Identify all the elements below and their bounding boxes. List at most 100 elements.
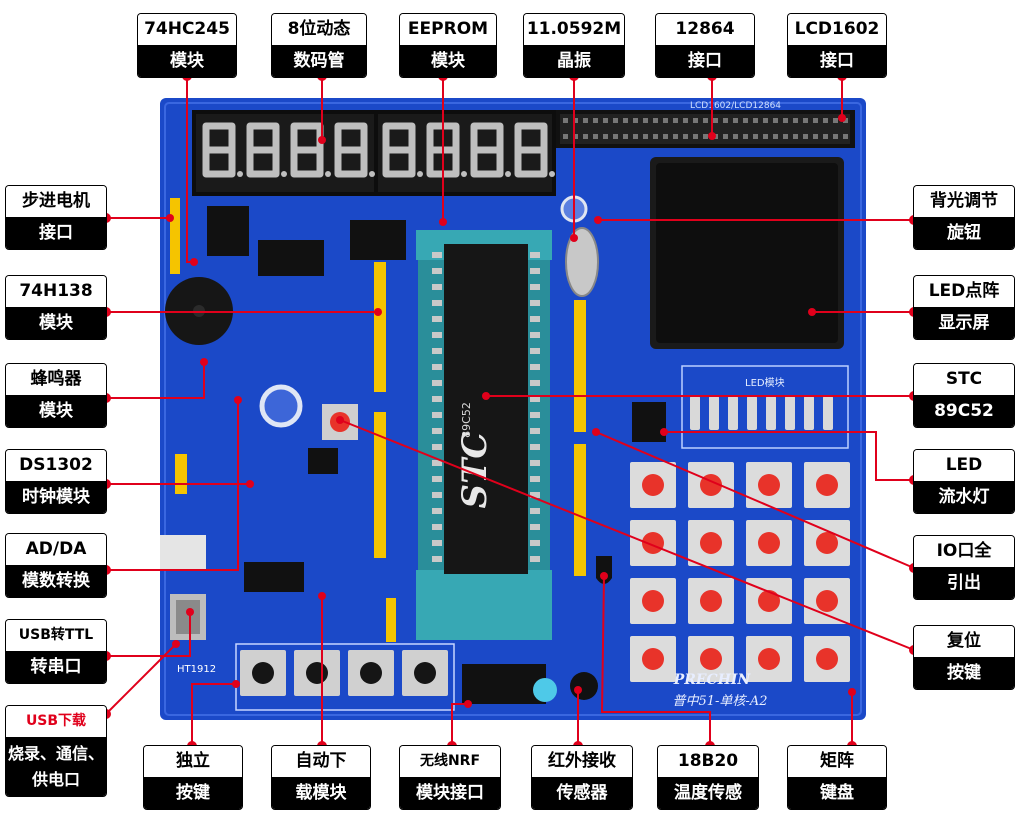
independent-keys	[240, 650, 448, 696]
matrix-key[interactable]	[804, 578, 850, 624]
leader-line	[106, 362, 205, 399]
callout-usb-download: USB下载 烧录、通信、供电口	[6, 706, 106, 796]
leader-dot	[374, 308, 382, 316]
digit	[334, 122, 375, 178]
callout-stepper: 步进电机 接口	[6, 186, 106, 249]
led	[785, 396, 795, 430]
leader-dot	[200, 358, 208, 366]
callout-stepper-line2: 接口	[6, 218, 106, 249]
callout-auto-download-line2: 载模块	[272, 778, 370, 809]
callout-io: IO口全 引出	[914, 536, 1014, 599]
leader-line	[664, 431, 914, 481]
matrix-key[interactable]	[630, 636, 676, 682]
led-module-label: LED模块	[745, 377, 785, 389]
matrix-key[interactable]	[804, 462, 850, 508]
digit	[382, 122, 423, 178]
leader-dot	[232, 680, 240, 688]
matrix-key[interactable]	[804, 636, 850, 682]
callout-usbttl-line1: USB转TTL	[6, 620, 106, 652]
callout-18b20-line1: 18B20	[658, 746, 758, 778]
callout-keypad-line1: 矩阵	[788, 746, 886, 778]
matrix-key[interactable]	[746, 636, 792, 682]
leader-dot	[838, 114, 846, 122]
callout-crystal-line2: 晶振	[524, 46, 624, 77]
callout-74h138-line2: 模块	[6, 308, 106, 339]
matrix-key[interactable]	[746, 578, 792, 624]
leader-dot	[660, 428, 668, 436]
matrix-key[interactable]	[688, 462, 734, 508]
callout-nrf-line2: 模块接口	[400, 778, 500, 809]
callout-crystal-line1: 11.0592M	[524, 14, 624, 46]
callout-ledmatrix-line1: LED点阵	[914, 276, 1014, 308]
callout-74hc245-line1: 74HC245	[138, 14, 236, 46]
callout-nrf: 无线NRF 模块接口	[400, 746, 500, 809]
lcd-header-label: LCD1602/LCD12864	[690, 101, 781, 111]
small-chips	[207, 206, 666, 592]
callout-seg-line1: 8位动态	[272, 14, 366, 46]
chip-brand: STC	[455, 432, 495, 509]
independent-key[interactable]	[294, 650, 340, 696]
digit	[290, 122, 331, 178]
callout-ledmatrix-line2: 显示屏	[914, 308, 1014, 339]
callout-usb-download-line1: USB下载	[6, 706, 106, 738]
capacitor	[533, 678, 557, 702]
callout-buzzer-line2: 模块	[6, 396, 106, 427]
brand-label: PRECHIN	[673, 672, 752, 688]
callout-seg-line2: 数码管	[272, 46, 366, 77]
leader-line	[191, 683, 236, 746]
callout-adda: AD/DA 模数转换	[6, 534, 106, 597]
independent-key[interactable]	[240, 650, 286, 696]
digit	[202, 122, 243, 178]
leader-dot	[570, 234, 578, 242]
callout-keypad-line2: 键盘	[788, 778, 886, 809]
callout-eeprom: EEPROM 模块	[400, 14, 496, 77]
matrix-key[interactable]	[630, 578, 676, 624]
callout-buzzer-line1: 蜂鸣器	[6, 364, 106, 396]
matrix-key[interactable]	[746, 462, 792, 508]
matrix-key[interactable]	[688, 520, 734, 566]
callout-independent-keys-line2: 按键	[144, 778, 242, 809]
crystal	[565, 227, 599, 297]
callout-usb-download-line2: 烧录、通信、供电口	[6, 738, 106, 796]
led	[823, 396, 833, 430]
leader-line	[451, 703, 468, 746]
matrix-key[interactable]	[746, 520, 792, 566]
leader-dot	[482, 392, 490, 400]
callout-12864: 12864 接口	[656, 14, 754, 77]
zif-socket: STC 89C52	[416, 230, 552, 640]
callout-ledflow-line2: 流水灯	[914, 482, 1014, 513]
callout-keypad: 矩阵 键盘	[788, 746, 886, 809]
callout-usbttl-line2: 转串口	[6, 652, 106, 683]
led	[747, 396, 757, 430]
callout-usbttl: USB转TTL 转串口	[6, 620, 106, 683]
leader-dot	[848, 688, 856, 696]
callout-eeprom-line2: 模块	[400, 46, 496, 77]
leader-dot	[594, 216, 602, 224]
matrix-key[interactable]	[688, 578, 734, 624]
leader-line	[600, 575, 711, 746]
digit	[470, 122, 511, 178]
callout-reset-line1: 复位	[914, 626, 1014, 658]
leader-dot	[190, 258, 198, 266]
callout-stc-line1: STC	[914, 364, 1014, 396]
leader-dot	[186, 608, 194, 616]
led	[804, 396, 814, 430]
matrix-key[interactable]	[804, 520, 850, 566]
callout-lcd1602-line1: LCD1602	[788, 14, 886, 46]
matrix-key[interactable]	[630, 520, 676, 566]
leader-dot	[246, 480, 254, 488]
callout-crystal: 11.0592M 晶振	[524, 14, 624, 77]
lcd-header: LCD1602/LCD12864	[555, 101, 855, 148]
leader-dot	[318, 592, 326, 600]
matrix-key[interactable]	[688, 636, 734, 682]
callout-stepper-line1: 步进电机	[6, 186, 106, 218]
matrix-key[interactable]	[630, 462, 676, 508]
callout-stc-line2: 89C52	[914, 396, 1014, 427]
model-label: 普中51-单核-A2	[673, 694, 768, 709]
independent-key[interactable]	[348, 650, 394, 696]
leader-dot	[234, 396, 242, 404]
callout-adda-line2: 模数转换	[6, 566, 106, 597]
leader-dot	[592, 428, 600, 436]
independent-key[interactable]	[402, 650, 448, 696]
